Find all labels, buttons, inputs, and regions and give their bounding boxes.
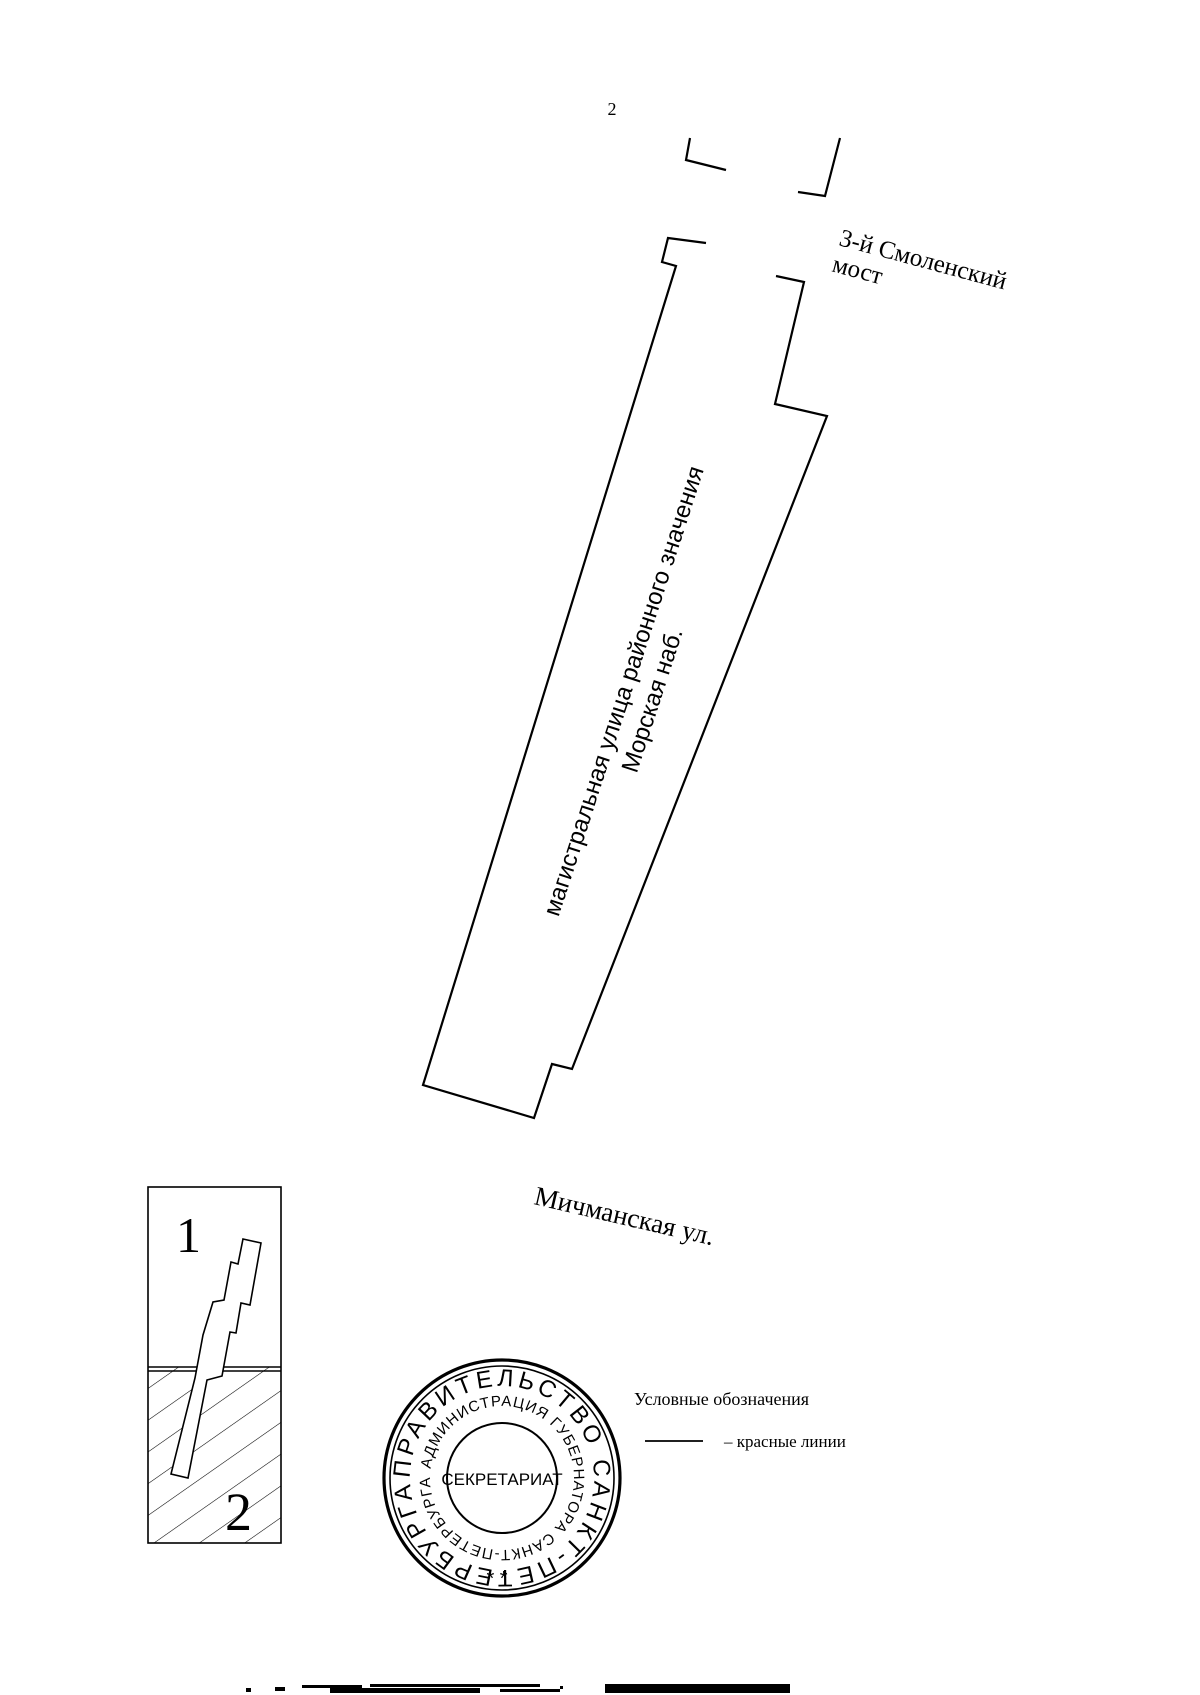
legend-red-lines-label: – красные линии [723, 1432, 846, 1451]
bridge-label: 3-й Смоленский мост [829, 225, 1009, 296]
street-red-lines [421, 236, 829, 1120]
inset-zone-2: 2 [225, 1482, 252, 1542]
stamp-center-text: СЕКРЕТАРИАТ [441, 1470, 562, 1489]
legend-title: Условные обозначения [634, 1389, 809, 1409]
inset-zone-1: 1 [176, 1207, 201, 1263]
street-label: магистральная улица районного значения М… [538, 463, 709, 920]
street-label-line1: магистральная улица районного значения [538, 463, 709, 920]
stamp-stars: * * [486, 1568, 507, 1590]
cross-street-label: Мичманская ул. [532, 1181, 718, 1252]
bridge-red-lines [684, 137, 842, 198]
official-stamp: ПРАВИТЕЛЬСТВО САНКТ-ПЕТЕРБУРГА АДМИНИСТР… [382, 1358, 622, 1598]
page-number: 2 [608, 99, 617, 119]
inset-street-shape [170, 1238, 262, 1479]
inset-map: 1 2 [147, 1186, 282, 1544]
legend: Условные обозначения – красные линии [634, 1389, 846, 1451]
scan-artifact [246, 1684, 790, 1693]
inset-hatched-zone [148, 1367, 281, 1543]
